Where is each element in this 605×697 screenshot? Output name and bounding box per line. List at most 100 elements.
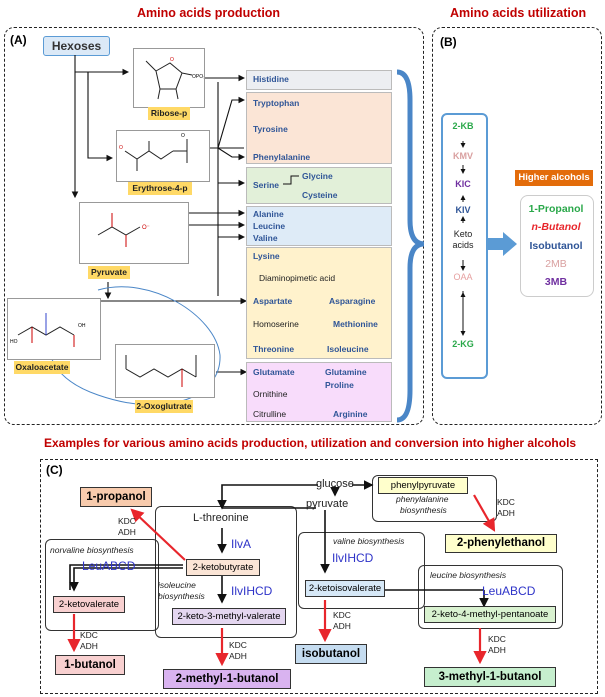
production-title: Amino acids production (137, 6, 281, 20)
higher-alcohols-box (520, 195, 594, 297)
panel-b-label: (B) (440, 35, 457, 49)
utilization-arrow-icon (487, 232, 517, 256)
c-norvaline-bio: norvaline biosynthesis (50, 545, 134, 555)
c-kdc-3mb: KDC (488, 634, 506, 644)
svg-text:OPO₃²⁻: OPO₃²⁻ (192, 74, 204, 80)
c-kdc-prop: KDC (118, 516, 136, 526)
keto-kic: KIC (455, 179, 471, 189)
c-leucine-bio: leucine biosynthesis (430, 570, 507, 580)
histidine-group: Histidine (246, 70, 392, 90)
c-leuabcd-right: LeuABCD (482, 584, 536, 598)
ribose-molecule-icon: O OPO₃²⁻ (145, 57, 210, 100)
c-adh-but: ADH (80, 641, 98, 651)
c-adh-prop: ADH (118, 527, 136, 537)
c-kdc-but: KDC (80, 630, 98, 640)
svg-text:HO: HO (10, 339, 18, 345)
higher-alcohols-title: Higher alcohols (515, 170, 593, 186)
svg-text:O⁻: O⁻ (142, 225, 150, 231)
c-adh-3mb: ADH (488, 645, 506, 655)
panel-c-label: (C) (46, 463, 63, 477)
pyruvate-family-group: Alanine Leucine Valine (246, 206, 392, 246)
c-2-ketobutyrate: 2-ketobutyrate (186, 559, 260, 576)
c-2-ketoisovalerate: 2-ketoisovalerate (305, 580, 385, 597)
svg-text:OH: OH (78, 323, 86, 329)
panel-c (40, 459, 598, 694)
valine-box (298, 532, 425, 609)
svg-text:O: O (119, 145, 123, 151)
erythrose-molecule-icon: O O (119, 133, 188, 171)
aa-glutamate: Glutamate (253, 367, 295, 377)
keto-oaa: OAA (453, 272, 473, 282)
alcohol-3mb: 3MB (544, 276, 568, 288)
panel-a-label: (A) (10, 33, 27, 47)
pyruvate-structure: O⁻ (79, 202, 189, 264)
keto-2kg: 2-KG (452, 339, 474, 349)
c-1-butanol: 1-butanol (55, 655, 125, 675)
c-valine-bio: valine biosynthesis (333, 536, 405, 546)
c-phe-bio-line1: phenylalanine (396, 494, 449, 504)
phenylalanine-box (372, 475, 497, 522)
alcohol-1-propanol: 1-Propanol (528, 203, 584, 215)
c-kdc-iso: KDC (333, 610, 351, 620)
alcohol-n-butanol: n-Butanol (531, 221, 581, 233)
c-isobutanol: isobutanol (295, 644, 367, 664)
aa-serine: Serine (253, 180, 279, 190)
keto-2kb: 2-KB (452, 121, 474, 131)
erythrose-structure: O O (116, 130, 210, 182)
aa-glutamine: Glutamine (325, 367, 367, 377)
keto-acids-label: Keto acids (441, 229, 485, 251)
keto-acids-line2: acids (452, 240, 474, 250)
c-ilva: IlvA (231, 537, 252, 551)
c-isoleucine-bio-line2: biosynthesis (158, 591, 205, 601)
aa-arginine: Arginine (333, 409, 368, 419)
aa-proline: Proline (325, 380, 354, 390)
norvaline-box (45, 539, 159, 631)
oxoglutrate-structure (115, 344, 215, 398)
aa-ornithine: Ornithine (253, 389, 288, 399)
aa-diaminopimetic-acid: Diaminopimetic acid (259, 273, 336, 283)
aa-citrulline: Citrulline (253, 409, 287, 419)
hexoses-box: Hexoses (43, 36, 110, 56)
ribose-label: Ribose-p (148, 107, 190, 120)
aa-aspartate: Aspartate (253, 296, 293, 306)
aa-cysteine: Cysteine (302, 190, 338, 200)
c-l-threonine: L-threonine (193, 512, 249, 524)
aa-homoserine: Homoserine (253, 319, 299, 329)
aa-leucine: Leucine (253, 221, 286, 231)
c-kdc-phe: KDC (497, 497, 515, 507)
aa-isoleucine: Isoleucine (327, 344, 369, 354)
oxaloacetate-structure: HO OH (7, 298, 101, 360)
c-3-methyl-1-butanol: 3-methyl-1-butanol (424, 667, 556, 687)
panel-b (432, 27, 602, 425)
aspartate-family-group: Lysine Diaminopimetic acid Aspartate Asp… (246, 247, 392, 359)
c-pyruvate: pyruvate (306, 498, 349, 510)
oxoglutrate-molecule-icon (125, 355, 197, 387)
utilization-title: Amino acids utilization (450, 6, 587, 20)
serine-branch-lines (283, 175, 299, 185)
aa-histidine: Histidine (253, 74, 289, 84)
aa-tryptophan: Tryptophan (253, 98, 300, 108)
alcohol-isobutanol: Isobutanol (529, 240, 583, 252)
glutamate-family-group: Glutamate Glutamine Proline Ornithine Ci… (246, 362, 392, 422)
c-1-propanol: 1-propanol (80, 487, 152, 507)
alcohol-2mb: 2MB (545, 258, 567, 270)
keto-kmv: KMV (453, 151, 473, 161)
pyruvate-molecule-icon: O⁻ (97, 213, 150, 247)
c-adh-phe: ADH (497, 508, 515, 518)
c-ilvihcd-left: IlvIHCD (231, 584, 273, 598)
serine-group: Serine Glycine Cysteine (246, 167, 392, 204)
c-ilvihcd-right: IlvIHCD (332, 551, 374, 565)
c-2-keto-4-methyl-pentanoate: 2-keto-4-methyl-pentanoate (424, 606, 556, 623)
c-phenylpyruvate: phenylpyruvate (378, 477, 468, 494)
svg-text:O: O (170, 57, 174, 63)
c-adh-iso: ADH (333, 621, 351, 631)
erythrose-label: Erythrose-4-p (128, 182, 192, 195)
examples-title: Examples for various amino acids product… (44, 436, 577, 450)
keto-acids-line1: Keto (453, 229, 473, 239)
oxoglutrate-label: 2-Oxoglutrate (135, 400, 193, 413)
leucine-box (418, 565, 563, 629)
aromatic-group: Tryptophan Tyrosine Phenylalanine (246, 92, 392, 164)
c-2-phenylethanol: 2-phenylethanol (445, 534, 557, 553)
c-adh-2mb: ADH (229, 651, 247, 661)
aa-methionine: Methionine (333, 319, 378, 329)
